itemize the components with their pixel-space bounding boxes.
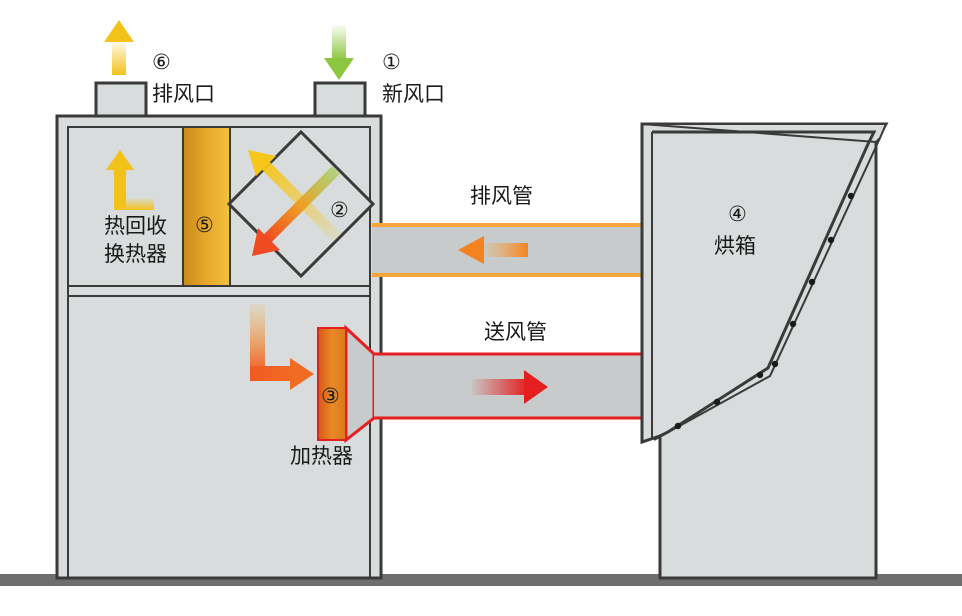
heater-label: 加热器 (290, 444, 353, 468)
exhaust-port-box (94, 81, 148, 118)
fresh-air-port-box (313, 81, 367, 118)
supply-duct-arrow (472, 370, 548, 404)
fresh-air-inlet-arrow (324, 25, 354, 80)
crossflow-exchanger-number: ② (330, 198, 349, 222)
oven-number: ④ (728, 202, 747, 226)
recovery-exchanger-label-line2: 换热器 (104, 242, 167, 267)
exhaust-port-label: 排风口 (152, 82, 215, 106)
crossflow-arrows (248, 150, 342, 256)
recovery-exchanger-label-line1: 热回收 (104, 214, 167, 238)
oven (640, 122, 889, 580)
heater-number: ③ (321, 384, 340, 408)
oven-label: 烘箱 (714, 234, 756, 258)
exhaust-duct-label: 排风管 (470, 184, 533, 208)
exhaust-outlet-arrow (104, 20, 134, 75)
exhaust-internal-arrow (106, 150, 154, 210)
exhaust-port-number: ⑥ (152, 50, 171, 74)
preheated-air-arrow (250, 304, 314, 390)
supply-duct-label: 送风管 (484, 320, 547, 344)
heater-bar (317, 327, 347, 441)
exhaust-duct-arrow (458, 236, 528, 264)
recovery-exchanger-number: ⑤ (195, 213, 214, 237)
fresh-air-port-number: ① (382, 50, 401, 74)
recovery-exchanger-label: 热回收 换热器 (104, 212, 184, 269)
heat-recovery-exchanger-bar (182, 126, 231, 287)
chamber-divider (67, 285, 371, 297)
fresh-air-port-label: 新风口 (382, 82, 445, 106)
